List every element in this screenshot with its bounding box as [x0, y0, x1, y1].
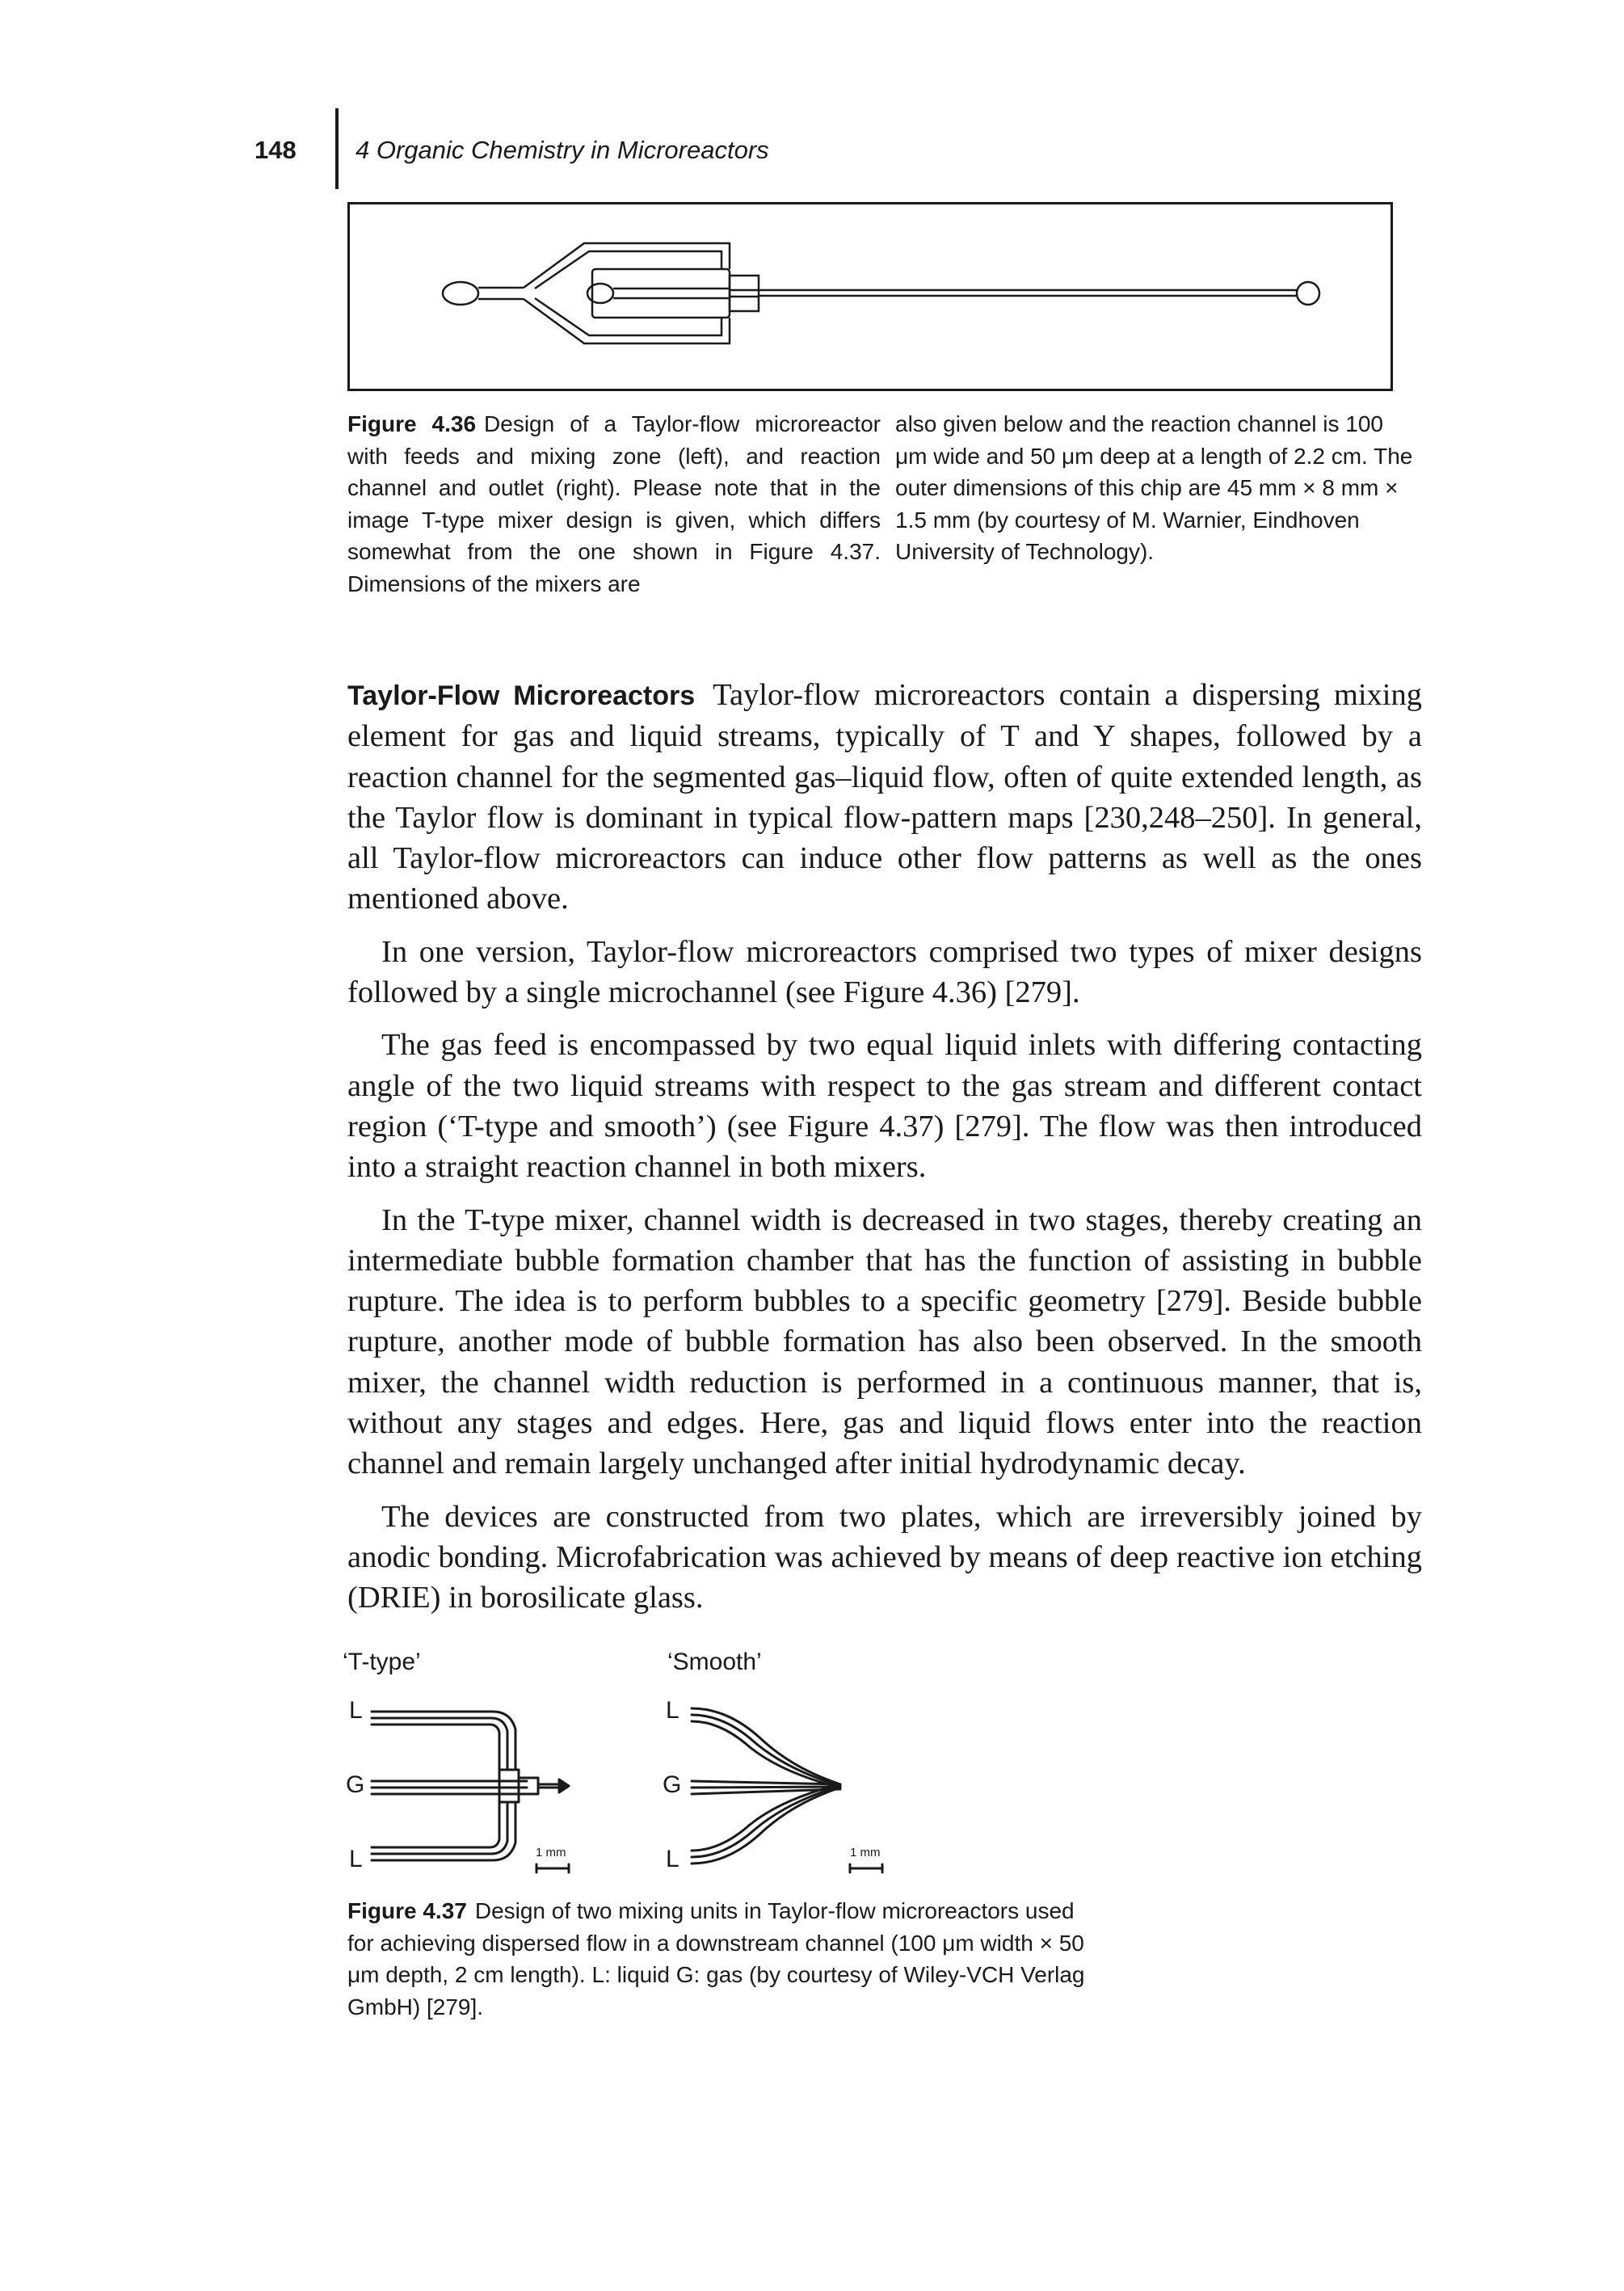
figure-4-36-image [347, 202, 1393, 391]
paragraph-5: The devices are constructed from two pla… [347, 1499, 1422, 1615]
header-divider [335, 108, 339, 189]
smooth-liquid-bottom-label: L [666, 1846, 679, 1872]
figure-4-37-label: Figure 4.37 [347, 1898, 467, 1923]
figure-4-37-image: ‘T-type’ ‘Smooth’ L G L L G L 1 mm 1 mm [339, 1649, 1115, 1891]
page-number: 148 [255, 136, 297, 164]
t-type-liquid-top-label: L [349, 1697, 363, 1724]
t-type-gas-label: G [346, 1771, 365, 1798]
smooth-gas-label: G [663, 1771, 682, 1798]
smooth-scale-label: 1 mm [850, 1846, 881, 1859]
smooth-liquid-top-label: L [666, 1697, 679, 1724]
paragraph-3: The gas feed is encompassed by two equal… [347, 1028, 1422, 1185]
section-heading: Taylor-Flow Microreactors [347, 680, 696, 711]
paragraph-4: In the T-type mixer, channel width is de… [347, 1202, 1422, 1481]
microreactor-chip-drawing [441, 242, 1321, 345]
smooth-title: ‘Smooth’ [667, 1649, 762, 1675]
figure-4-36-label: Figure 4.36 [347, 411, 477, 436]
paragraph-1-text: Taylor-flow microreactors contain a disp… [347, 678, 1422, 916]
running-title: 4 Organic Chemistry in Microreactors [356, 136, 769, 164]
t-type-scale-label: 1 mm [536, 1846, 566, 1859]
mixer-designs-drawing [370, 1707, 884, 1874]
paragraph-2: In one version, Taylor-flow microreactor… [347, 934, 1422, 1010]
figure-4-37-caption-text: Design of two mixing units in Taylor-flo… [347, 1898, 1085, 2019]
figure-4-36-caption-right: also given below and the reaction channe… [895, 411, 1413, 564]
t-type-title: ‘T-type’ [343, 1649, 421, 1675]
t-type-liquid-bottom-label: L [349, 1846, 363, 1872]
figure-4-36-caption-text-left: Design of a Taylor-flow microreactor wit… [347, 411, 881, 596]
